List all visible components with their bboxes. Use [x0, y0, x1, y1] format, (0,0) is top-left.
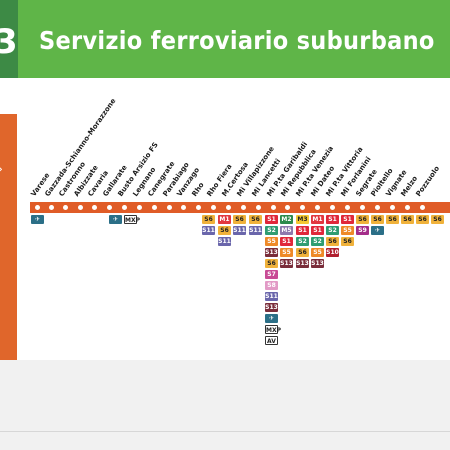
station-dot [167, 205, 172, 210]
station-dot [375, 205, 380, 210]
station-dot [241, 205, 246, 210]
side-tab-marker: › [0, 162, 3, 176]
line-badge: S6 [341, 237, 354, 246]
line-badge: S6 [416, 215, 429, 224]
line-badge: M1 [311, 215, 324, 224]
line-badge: S2 [326, 226, 339, 235]
line-badge: S9 [356, 226, 369, 235]
line-badge: S1 [326, 215, 339, 224]
station-dot [152, 205, 157, 210]
line-badge: S2 [311, 237, 324, 246]
spacer-band [0, 78, 450, 114]
line-badge: MXP [265, 325, 281, 334]
station-dot [78, 205, 83, 210]
station-dot [122, 205, 127, 210]
station-dot [35, 205, 40, 210]
line-badge: S1 [341, 215, 354, 224]
station-dot [405, 205, 410, 210]
page-title: Servizio ferroviario suburbano [39, 26, 435, 55]
station-dot [285, 205, 290, 210]
line-badge: M5 [280, 226, 293, 235]
line-badge: S11 [249, 226, 262, 235]
line-badge: S6 [401, 215, 414, 224]
line-badge: S6 [431, 215, 444, 224]
line-badge: ✈ [109, 215, 122, 224]
line-badge: S6 [265, 259, 278, 268]
line-badge: S11 [202, 226, 215, 235]
station-dot [300, 205, 305, 210]
line-badge: S13 [311, 259, 324, 268]
line-badge: S1 [311, 226, 324, 235]
line-badge: S7 [265, 270, 278, 279]
station-dot [49, 205, 54, 210]
bottom-area [0, 360, 450, 450]
line-badge: M1 [218, 215, 231, 224]
line-badge: S5 [280, 248, 293, 257]
line-badge: ✈ [265, 314, 278, 323]
line-badge: S10 [326, 248, 339, 257]
line-badge: S6 [371, 215, 384, 224]
station-dot [92, 205, 97, 210]
line-badge: S2 [265, 226, 278, 235]
line-badge: ✈ [371, 226, 384, 235]
station-dot [137, 205, 142, 210]
railway-line [30, 202, 450, 213]
line-badge: S6 [202, 215, 215, 224]
line-badge: ✈ [31, 215, 44, 224]
station-dot [345, 205, 350, 210]
line-badge: M3 [296, 215, 309, 224]
line-badge: S6 [326, 237, 339, 246]
line-badge: S8 [265, 281, 278, 290]
bottom-divider [0, 431, 450, 432]
station-dot [271, 205, 276, 210]
line-badge: S5 [311, 248, 324, 257]
section-number: 3 [0, 22, 18, 62]
station-dot [226, 205, 231, 210]
line-badge: S13 [280, 259, 293, 268]
line-badge: S6 [218, 226, 231, 235]
line-badge: S1 [280, 237, 293, 246]
line-diagram-panel [17, 114, 450, 360]
line-badge: S5 [341, 226, 354, 235]
line-badge: MXP [124, 215, 140, 224]
station-dot [360, 205, 365, 210]
side-tab[interactable]: › [0, 114, 17, 360]
line-badge: S6 [356, 215, 369, 224]
station-dot [256, 205, 261, 210]
station-dot [420, 205, 425, 210]
line-badge: S13 [265, 303, 278, 312]
line-badge: S2 [296, 237, 309, 246]
line-badge: S6 [386, 215, 399, 224]
line-badge: S6 [249, 215, 262, 224]
line-badge: S6 [296, 248, 309, 257]
line-badge: S13 [296, 259, 309, 268]
line-badge: S11 [218, 237, 231, 246]
station-dot [196, 205, 201, 210]
line-badge: AV [265, 336, 278, 345]
line-badge: S6 [233, 215, 246, 224]
line-badge: S1 [296, 226, 309, 235]
station-dot [181, 205, 186, 210]
section-number-block: 3 [0, 0, 18, 78]
line-badge: S1 [265, 215, 278, 224]
station-dot [63, 205, 68, 210]
header-banner: 3 Servizio ferroviario suburbano [0, 0, 450, 78]
line-badge: S11 [233, 226, 246, 235]
line-badge: M2 [280, 215, 293, 224]
station-dot [107, 205, 112, 210]
line-badge: S13 [265, 248, 278, 257]
station-dot [390, 205, 395, 210]
station-dot [330, 205, 335, 210]
station-dot [211, 205, 216, 210]
station-dot [315, 205, 320, 210]
line-badge: S11 [265, 292, 278, 301]
line-badge: S5 [265, 237, 278, 246]
